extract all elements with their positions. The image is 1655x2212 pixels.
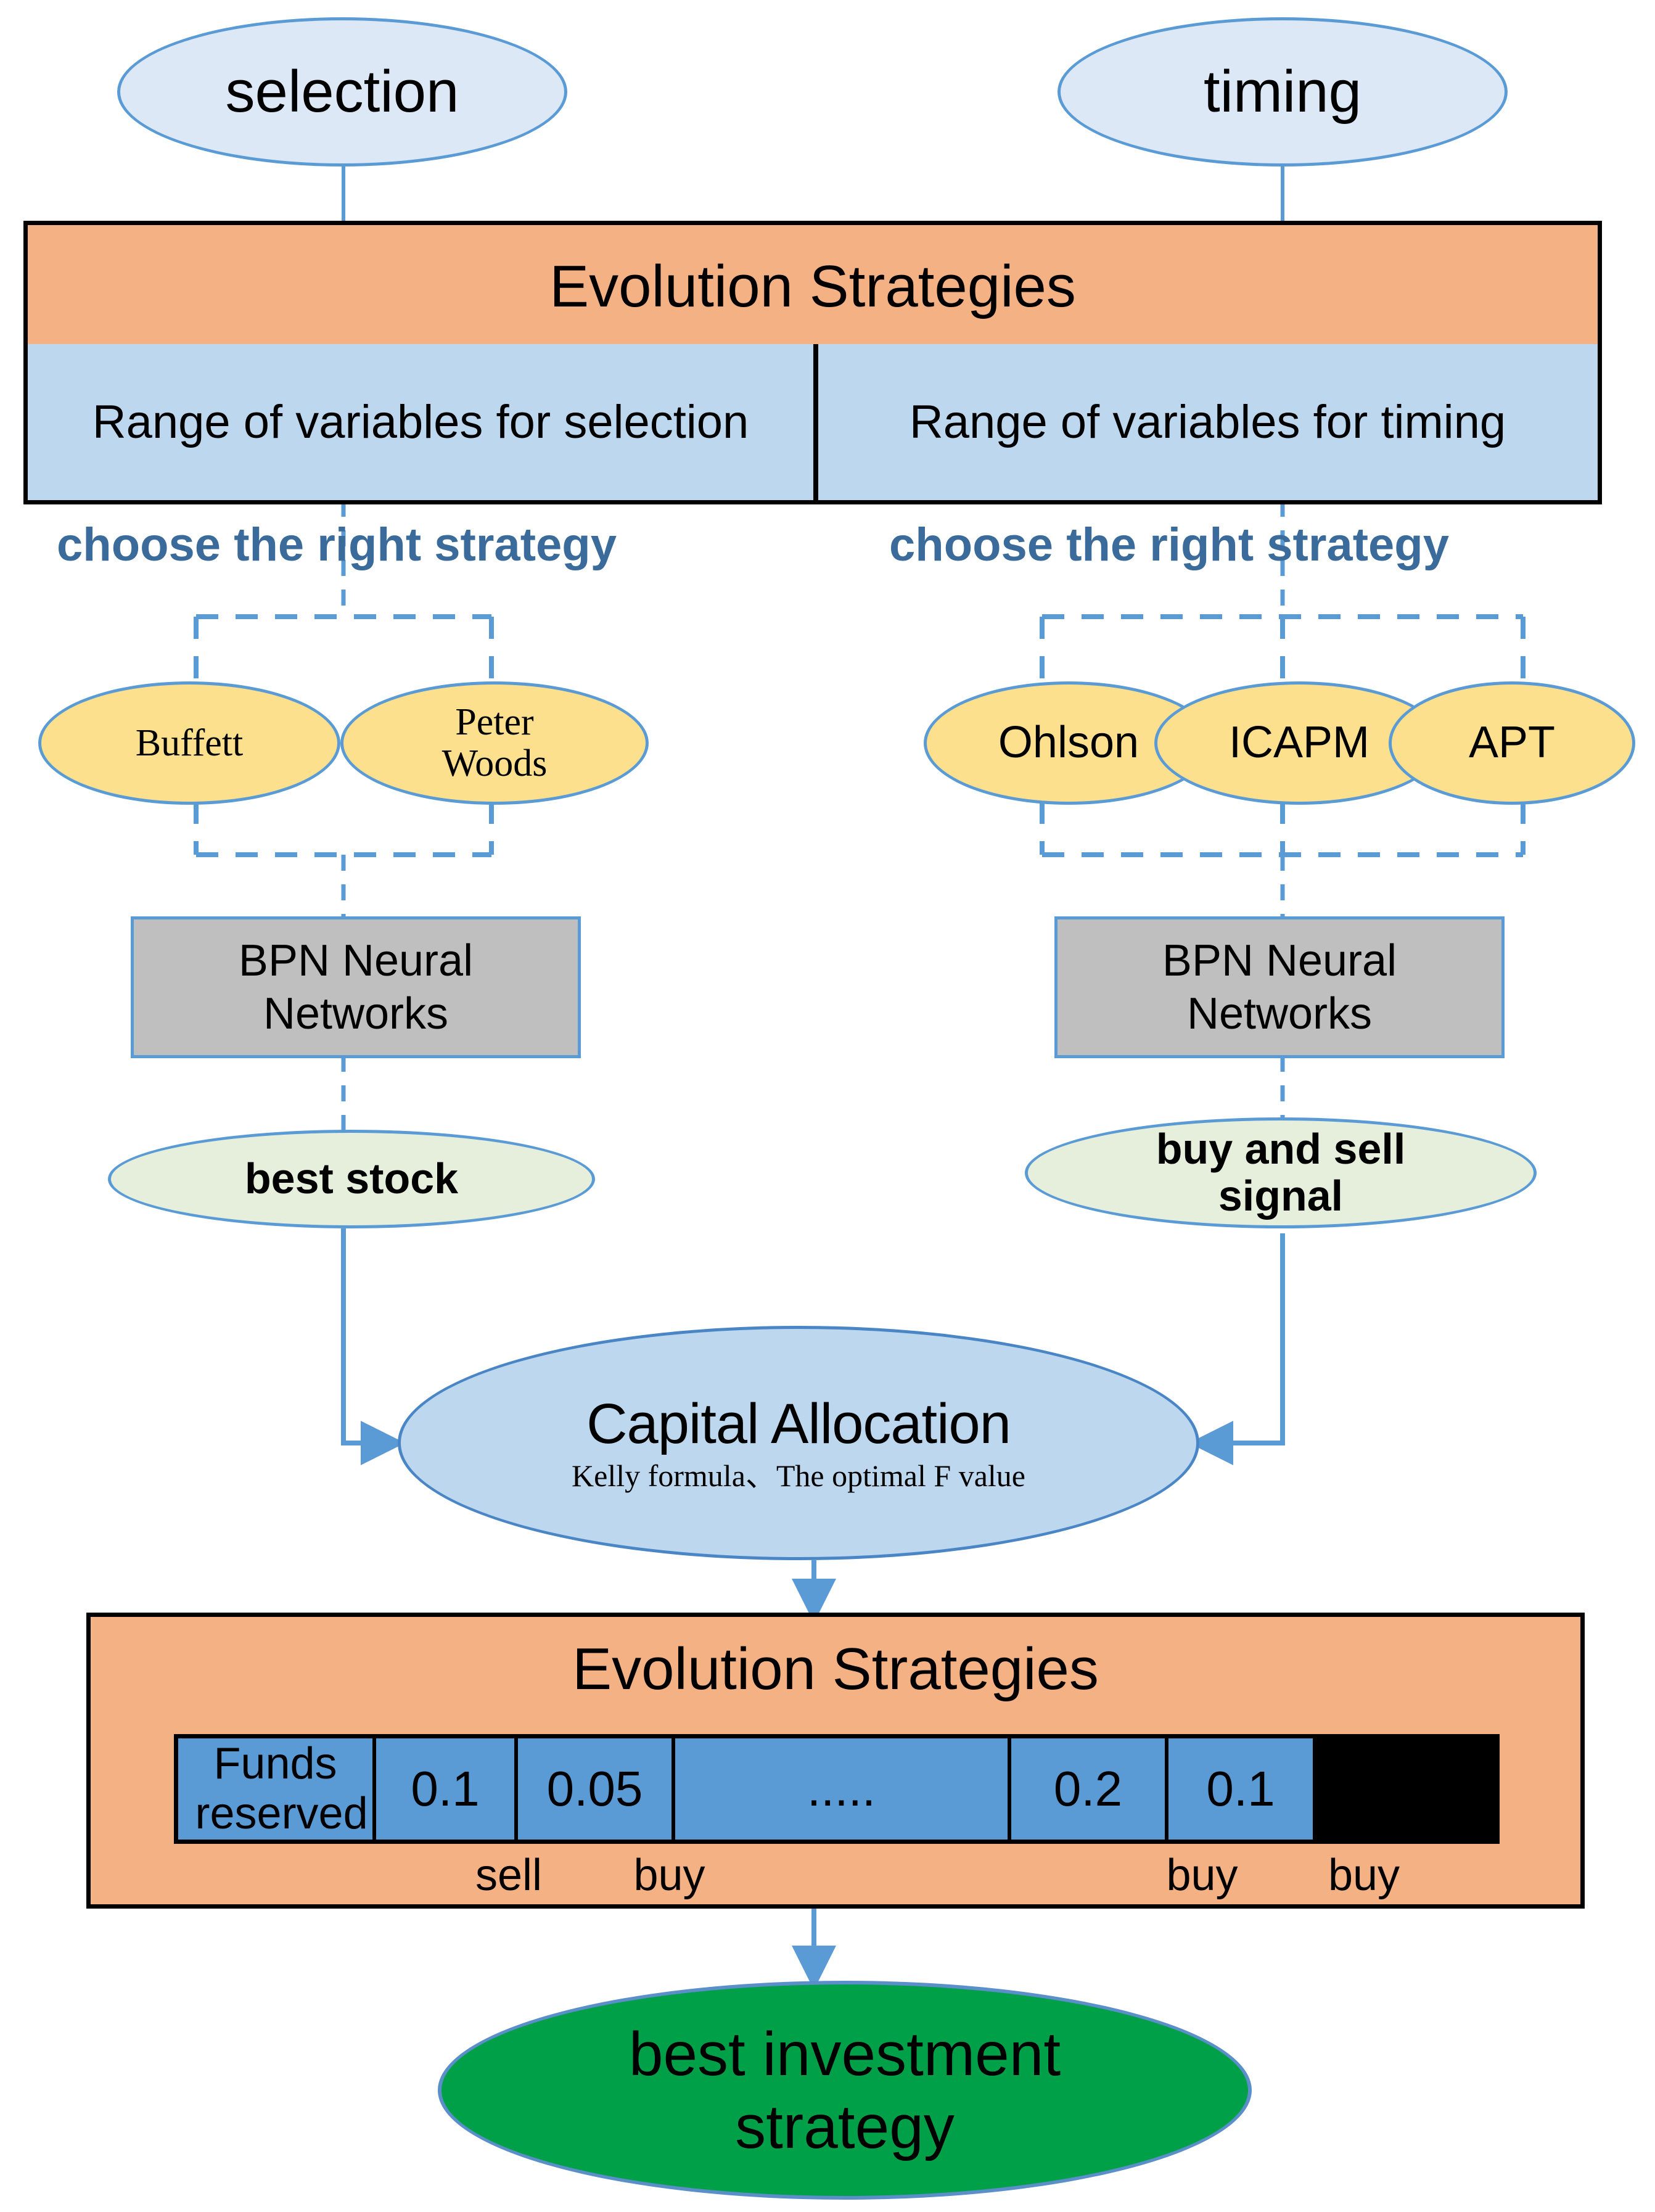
- table-cell-value-5: 0.1: [1165, 1738, 1313, 1840]
- range-timing-label: Range of variables for timing: [909, 395, 1506, 448]
- strategy-ohlson-label: Ohlson: [998, 718, 1140, 768]
- strategy-ellipse-peter-woods[interactable]: Peter Woods: [340, 681, 649, 805]
- final-outcome-ellipse: best investment strategy: [438, 1981, 1252, 2200]
- table-cell-ellipsis: .....: [671, 1738, 1008, 1840]
- input-ellipse-selection[interactable]: selection: [117, 17, 567, 167]
- capital-allocation-ellipse: Capital Allocation Kelly formula、The opt…: [398, 1326, 1199, 1560]
- table-cell-value-1: 0.1: [372, 1738, 514, 1840]
- output-ellipse-buy-sell-signal: buy and sell signal: [1025, 1117, 1537, 1228]
- strategy-ellipse-buffett[interactable]: Buffett: [38, 681, 340, 805]
- strategy-icapm-label: ICAPM: [1228, 718, 1370, 768]
- output-best-stock-label: best stock: [244, 1154, 459, 1203]
- output-ellipse-best-stock: best stock: [108, 1130, 595, 1228]
- strategy-buffett-label: Buffett: [135, 722, 244, 764]
- range-cells-divider: [814, 344, 818, 504]
- output-buy-sell-signal-label: buy and sell signal: [1156, 1125, 1406, 1220]
- capital-allocation-title: Capital Allocation: [586, 1392, 1011, 1456]
- evolution-strategies-top-title: Evolution Strategies: [549, 253, 1076, 319]
- table-cell-funds-reserved: Funds reserved: [178, 1738, 372, 1840]
- trade-action-label-1: sell: [475, 1851, 543, 1900]
- input-timing-label: timing: [1203, 59, 1362, 125]
- trade-action-label-2: buy: [633, 1851, 705, 1900]
- helper-text-right: choose the right strategy: [889, 519, 1449, 571]
- capital-allocation-subtitle: Kelly formula、The optimal F value: [572, 1458, 1025, 1493]
- strategy-ellipse-apt[interactable]: APT: [1389, 681, 1635, 805]
- bpn-right-label: BPN Neural Networks: [1162, 935, 1397, 1038]
- range-variables-selection-cell: Range of variables for selection: [23, 344, 818, 504]
- bpn-neural-networks-right: BPN Neural Networks: [1054, 916, 1505, 1058]
- funds-allocation-table: Funds reserved 0.1 0.05 ..... 0.2 0.1: [174, 1734, 1500, 1844]
- bpn-left-label: BPN Neural Networks: [238, 935, 474, 1038]
- table-cell-value-4: 0.2: [1008, 1738, 1165, 1840]
- strategy-apt-label: APT: [1468, 718, 1556, 768]
- input-selection-label: selection: [225, 59, 459, 125]
- helper-text-left: choose the right strategy: [57, 519, 617, 571]
- bpn-neural-networks-left: BPN Neural Networks: [131, 916, 581, 1058]
- table-cell-value-2: 0.05: [514, 1738, 671, 1840]
- trade-action-label-3: buy: [1166, 1851, 1238, 1900]
- evolution-strategies-bottom-title: Evolution Strategies: [572, 1636, 1099, 1702]
- trade-action-label-4: buy: [1328, 1851, 1400, 1900]
- range-selection-label: Range of variables for selection: [92, 395, 749, 448]
- final-outcome-label: best investment strategy: [628, 2019, 1061, 2161]
- strategy-peter-woods-label: Peter Woods: [441, 701, 548, 784]
- input-ellipse-timing[interactable]: timing: [1057, 17, 1508, 167]
- range-variables-timing-cell: Range of variables for timing: [818, 344, 1602, 504]
